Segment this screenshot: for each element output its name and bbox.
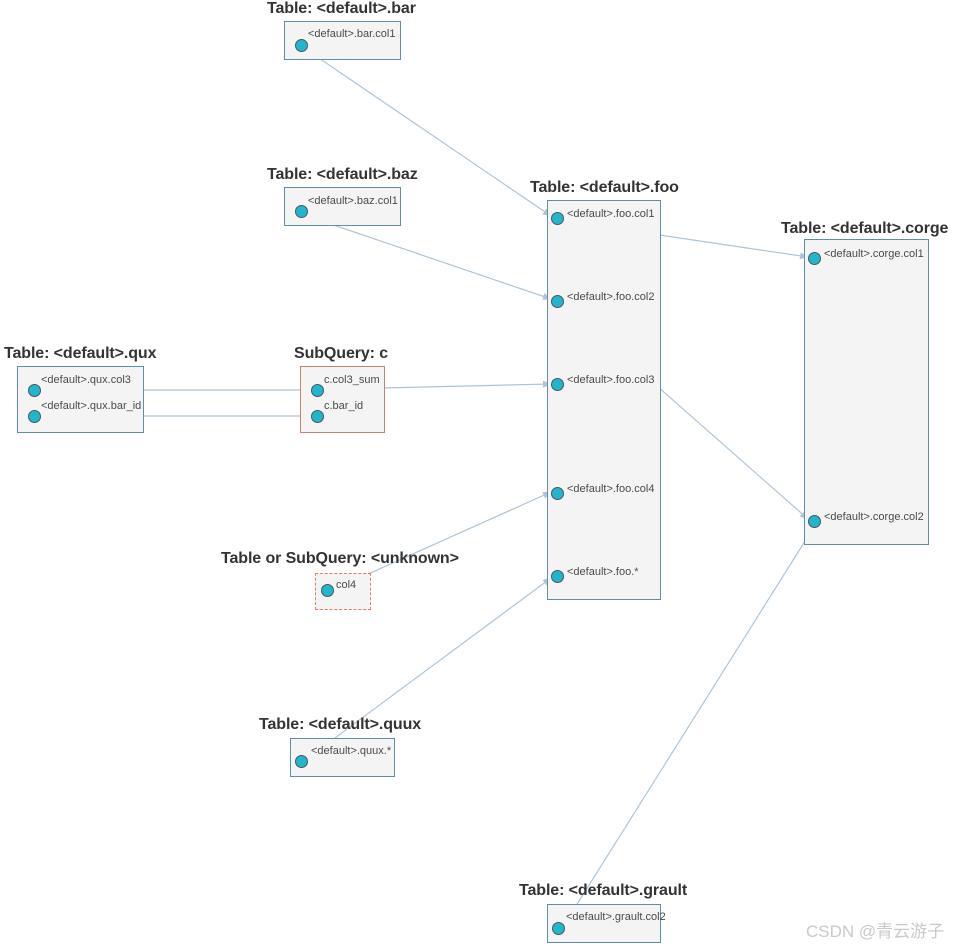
column-label-c-0: c.col3_sum xyxy=(324,374,380,386)
column-port-bar-0[interactable] xyxy=(294,38,308,52)
column-label-corge-0: <default>.corge.col1 xyxy=(824,248,924,260)
node-title-unknown: Table or SubQuery: <unknown> xyxy=(221,550,459,567)
column-port-quux-0[interactable] xyxy=(294,754,308,768)
column-label-corge-1: <default>.corge.col2 xyxy=(824,511,924,523)
column-label-grault-0: <default>.grault.col2 xyxy=(566,911,666,923)
column-port-foo-4[interactable] xyxy=(550,569,564,583)
column-label-foo-3: <default>.foo.col4 xyxy=(567,483,655,495)
column-port-baz-0[interactable] xyxy=(294,204,308,218)
lineage-edge xyxy=(381,380,552,389)
node-box-grault[interactable] xyxy=(547,904,661,943)
column-label-bar-0: <default>.bar.col1 xyxy=(308,28,396,40)
column-port-c-1[interactable] xyxy=(310,409,324,423)
column-port-foo-3[interactable] xyxy=(550,486,564,500)
node-title-bar: Table: <default>.bar xyxy=(267,0,416,17)
column-port-foo-0[interactable] xyxy=(550,211,564,225)
node-title-baz: Table: <default>.baz xyxy=(267,166,418,183)
column-port-qux-1[interactable] xyxy=(27,409,41,423)
node-title-c: SubQuery: c xyxy=(294,345,389,362)
column-port-unknown-0[interactable] xyxy=(320,583,334,597)
column-label-qux-0: <default>.qux.col3 xyxy=(41,374,131,386)
column-label-qux-1: <default>.qux.bar_id xyxy=(41,400,142,412)
column-label-baz-0: <default>.baz.col1 xyxy=(308,195,398,207)
node-box-quux[interactable] xyxy=(290,738,395,777)
column-port-corge-0[interactable] xyxy=(807,251,821,265)
node-title-quux: Table: <default>.quux xyxy=(259,716,422,733)
node-title-foo: Table: <default>.foo xyxy=(530,179,679,196)
column-label-foo-2: <default>.foo.col3 xyxy=(567,374,655,386)
column-port-qux-0[interactable] xyxy=(27,383,41,397)
column-label-foo-0: <default>.foo.col1 xyxy=(567,208,655,220)
column-port-c-0[interactable] xyxy=(310,383,324,397)
column-label-foo-4: <default>.foo.* xyxy=(567,566,639,578)
node-title-grault: Table: <default>.grault xyxy=(519,882,688,899)
column-port-foo-2[interactable] xyxy=(550,377,564,391)
column-label-c-1: c.bar_id xyxy=(324,400,364,412)
node-title-qux: Table: <default>.qux xyxy=(4,345,157,362)
node-title-corge: Table: <default>.corge xyxy=(781,220,949,237)
watermark: CSDN @青云游子 xyxy=(806,922,945,941)
column-label-foo-1: <default>.foo.col2 xyxy=(567,291,655,303)
column-label-quux-0: <default>.quux.* xyxy=(311,745,392,757)
lineage-edge xyxy=(306,215,552,300)
column-port-corge-1[interactable] xyxy=(807,514,821,528)
node-box-foo[interactable] xyxy=(547,200,661,600)
node-box-corge[interactable] xyxy=(804,239,929,545)
column-label-unknown-0: col4 xyxy=(336,579,357,591)
column-port-grault-0[interactable] xyxy=(551,921,565,935)
column-port-foo-1[interactable] xyxy=(550,294,564,308)
